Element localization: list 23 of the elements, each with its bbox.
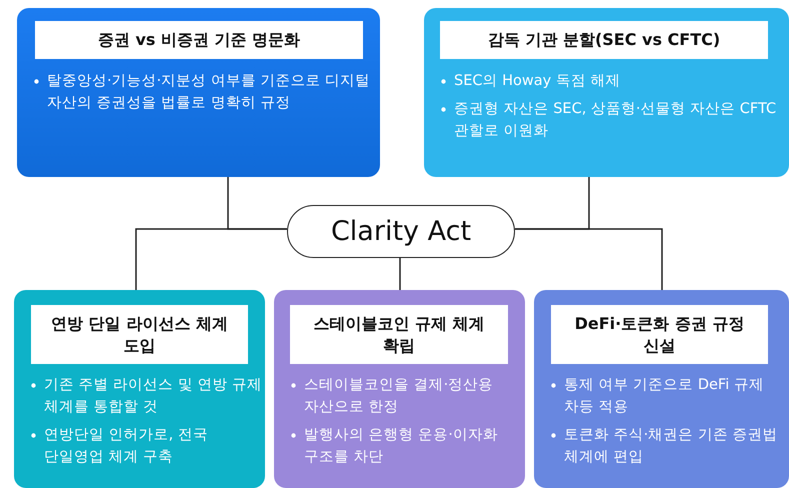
bullet-text: 연방단일 인허가로, 전국 단일영업 체계 구축 — [44, 426, 209, 467]
bullet-text: 스테이블코인을 결제·정산용 자산으로 한정 — [304, 376, 494, 417]
topic-card — [534, 290, 789, 488]
bullet-text: 기존 주별 라이선스 및 연방 규제 체계를 통합할 것 — [44, 376, 264, 417]
heading-box: DeFi·토큰화 증권 규정 신설 — [551, 305, 768, 364]
bullet-text: 탈중앙성·기능성·지분성 여부를 기준으로 디지털 자산의 증권성을 법률로 명확히 규정 — [47, 72, 372, 113]
center-pill: Clarity Act — [287, 205, 515, 258]
bullet-text: 증권형 자산은 SEC, 상품형·선물형 자산은 CFTC 관할로 이원화 — [454, 100, 778, 141]
topic-card — [424, 8, 789, 177]
connector-line — [399, 258, 401, 290]
heading-box: 증권 vs 비증권 기준 명문화 — [35, 21, 363, 59]
connector-line — [135, 228, 287, 290]
heading-box: 스테이블코인 규제 체계 확립 — [290, 305, 508, 364]
heading-box: 감독 기관 분할(SEC vs CFTC) — [440, 21, 768, 59]
bullet-text: 토큰화 주식·채권은 기존 증권법 체계에 편입 — [564, 426, 778, 467]
topic-card — [14, 290, 265, 488]
bullet-text: 통제 여부 기준으로 DeFi 규제 차등 적용 — [564, 376, 765, 417]
connector-line — [515, 228, 663, 290]
bullet-text: 발행사의 은행형 운용·이자화 구조를 차단 — [304, 426, 499, 467]
topic-card — [17, 8, 380, 177]
heading-box: 연방 단일 라이선스 체계 도입 — [31, 305, 248, 364]
topic-card — [274, 290, 525, 488]
bullet-text: SEC의 Howay 독점 해제 — [454, 72, 622, 91]
